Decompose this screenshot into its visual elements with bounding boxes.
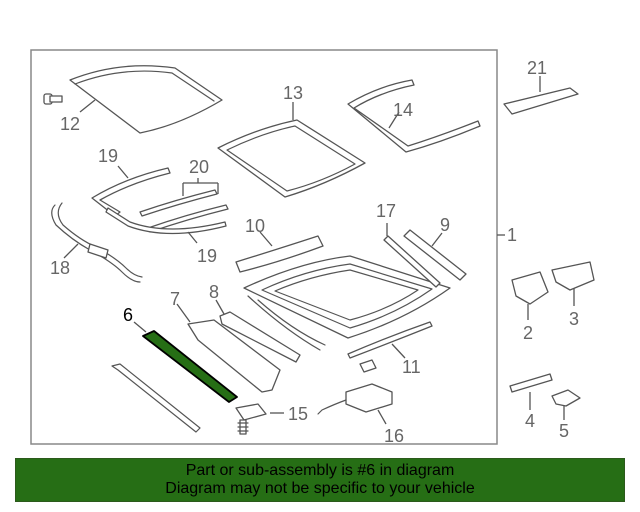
callout-20: 20 [189, 157, 209, 177]
part-13-glass-panel [217, 119, 366, 198]
part-4-strip [509, 373, 553, 393]
callout-6: 6 [123, 305, 133, 325]
callout-10: 10 [245, 216, 265, 236]
bottom-seal [111, 363, 201, 433]
part-2-bracket [511, 271, 549, 305]
callout-17: 17 [376, 201, 396, 221]
part-19-lower-strip [105, 207, 227, 235]
clip [359, 359, 377, 373]
callout-15: 15 [288, 404, 308, 424]
callout-21: 21 [527, 58, 547, 78]
callout-2: 2 [523, 323, 533, 343]
part-14-seal [347, 79, 481, 153]
callout-8: 8 [209, 282, 219, 302]
callout-18: 18 [50, 258, 70, 278]
callout-5: 5 [559, 421, 569, 441]
part-3-bracket [551, 261, 595, 291]
callout-12: 12 [60, 114, 80, 134]
callout-16: 16 [384, 426, 404, 446]
callout-14: 14 [393, 100, 413, 120]
banner-line-2: Diagram may not be specific to your vehi… [165, 480, 475, 497]
info-banner: Part or sub-assembly is #6 in diagram Di… [15, 458, 625, 502]
part-11-side-trim [347, 321, 433, 359]
part-15 [235, 403, 267, 435]
callout-7: 7 [170, 289, 180, 309]
part-12-bolt [43, 93, 63, 105]
part-8-mechanism [219, 311, 301, 363]
part-7-deflector [187, 319, 281, 393]
banner-line-1: Part or sub-assembly is #6 in diagram [185, 462, 455, 479]
part-5-clip [551, 389, 581, 407]
part-16-module [317, 383, 393, 415]
callout-4: 4 [525, 411, 535, 431]
part-20-strips [139, 189, 229, 233]
callout-13: 13 [283, 83, 303, 103]
callout-3: 3 [569, 309, 579, 329]
part-12-roof-panel [69, 65, 223, 134]
callout-9: 9 [440, 215, 450, 235]
part-9-rail [403, 229, 467, 281]
callout-11: 11 [402, 357, 421, 377]
part-21 [503, 87, 579, 115]
callout-1: 1 [507, 225, 517, 245]
callout-19-upper: 19 [98, 146, 118, 166]
part-18-drain-hose [51, 202, 143, 283]
callout-19-lower: 19 [197, 246, 217, 266]
diagram-frame [30, 49, 498, 445]
part-19-upper-strip [91, 167, 171, 217]
part-17-rail [383, 235, 441, 288]
parts-diagram: 1 2 3 4 5 6 7 8 9 10 11 12 13 14 15 16 1… [30, 49, 595, 446]
sunroof-frame-assembly [243, 255, 451, 351]
part-10-front-rail [235, 235, 324, 273]
part-6-sunshade-highlighted [142, 330, 238, 403]
